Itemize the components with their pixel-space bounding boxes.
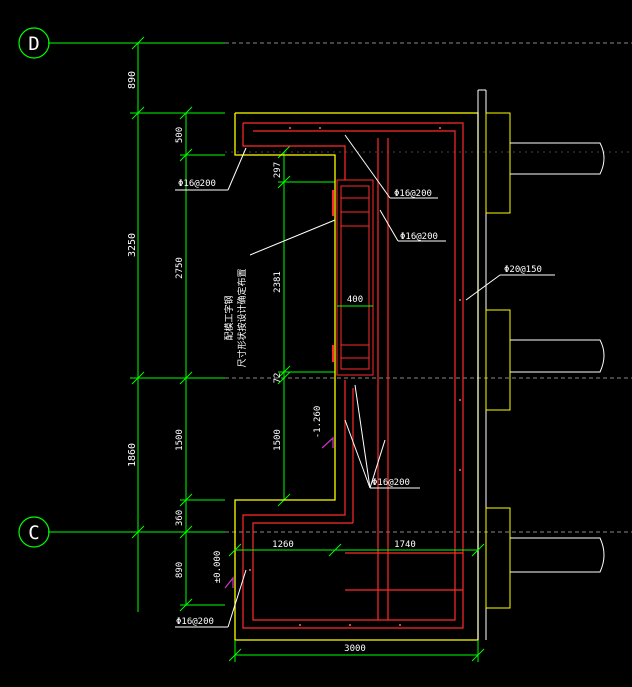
- dim-bottom-left: 1260: [272, 540, 294, 550]
- dim-wall-a: 297: [273, 162, 283, 178]
- dim-wall-b: 2381: [273, 271, 283, 293]
- rebar-outer-wall: Φ20@150: [504, 265, 542, 275]
- note-line-2: 尺寸形状按设计确定布置: [236, 268, 248, 367]
- dim-outer-middle: 3250: [127, 233, 138, 257]
- dim-inner-d: 360: [175, 510, 185, 526]
- dim-inner-e: 890: [175, 562, 185, 578]
- outer-dimension-chain: [130, 36, 225, 612]
- leader-lines: [175, 134, 555, 628]
- dim-inner-c: 1500: [175, 429, 185, 451]
- axis-d-label: D: [28, 33, 39, 55]
- note-line-1: 配模工字钢: [223, 295, 235, 340]
- level-marker-pit: [321, 436, 334, 449]
- dim-wall-d: 1500: [273, 429, 283, 451]
- beam-stubs: [485, 112, 511, 609]
- level-pit-text: -1.260: [313, 406, 323, 439]
- axis-d-bubble[interactable]: [18, 27, 50, 59]
- dim-bottom-right: 1740: [394, 540, 416, 550]
- bottom-dimension-chain: [228, 543, 485, 662]
- level-marker-zero: [224, 576, 234, 589]
- axis-c-label: C: [28, 522, 39, 544]
- level-zero-text: ±0.000: [213, 551, 223, 584]
- pipes: [510, 142, 605, 573]
- inner-dimension-chain: [179, 106, 225, 612]
- rebar-pit-top: Φ16@200: [394, 189, 432, 199]
- dim-pit-width: 400: [347, 295, 363, 305]
- rebar-lines: [242, 122, 464, 629]
- rebar-top-left: Φ16@200: [178, 179, 216, 189]
- dim-outer-bottom: 1860: [127, 443, 138, 467]
- rebar-pit-bottom: Φ16@200: [372, 478, 410, 488]
- rebar-bottom-left: Φ16@200: [176, 617, 214, 627]
- embedded-steel-frame: [336, 179, 374, 376]
- dim-outer-top: 890: [127, 71, 138, 89]
- dim-inner-b: 2750: [175, 257, 185, 279]
- concrete-outline: [234, 112, 479, 641]
- wall-dimension-chain: [277, 145, 335, 507]
- rebar-dots: [249, 127, 461, 626]
- dim-wall-c: 72: [273, 373, 283, 384]
- dim-total-width: 3000: [344, 644, 366, 654]
- axis-c-bubble[interactable]: [18, 516, 50, 548]
- dim-inner-a: 500: [175, 127, 185, 143]
- rebar-pit-side: Φ16@200: [400, 232, 438, 242]
